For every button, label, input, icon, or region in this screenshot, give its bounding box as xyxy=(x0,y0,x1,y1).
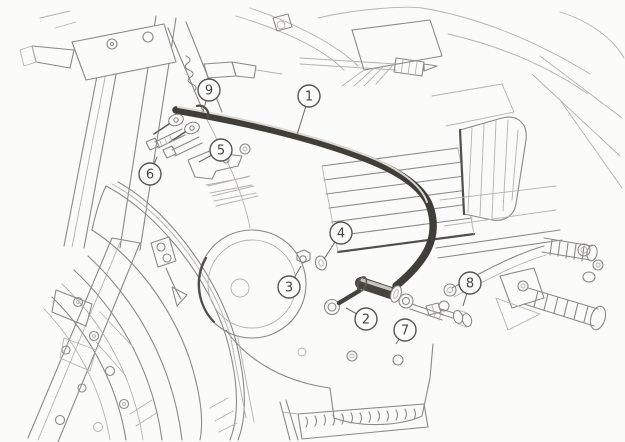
callout-circle-6 xyxy=(138,162,162,186)
callout-number-2: 2 xyxy=(362,313,370,328)
callout-7: 7 xyxy=(393,318,417,345)
callout-circle-3 xyxy=(277,275,301,299)
callout-number-6: 6 xyxy=(146,168,154,183)
callout-number-7: 7 xyxy=(401,324,409,339)
callout-circle-8 xyxy=(458,271,482,295)
callout-number-5: 5 xyxy=(217,144,225,159)
callout-circle-4 xyxy=(329,221,353,245)
callout-6: 6 xyxy=(138,156,162,186)
front-wheel-and-brake-disc xyxy=(43,255,183,441)
callout-8: 8 xyxy=(458,271,482,307)
callout-2: 2 xyxy=(345,307,378,331)
callout-circle-7 xyxy=(393,318,417,342)
front-fork-and-steering-head xyxy=(19,7,438,442)
callout-number-1: 1 xyxy=(305,90,313,105)
callout-circle-9 xyxy=(197,78,221,102)
engine-guard-bar xyxy=(172,106,437,303)
callout-1: 1 xyxy=(296,84,321,136)
callout-circle-5 xyxy=(209,138,233,162)
callout-circle-2 xyxy=(354,307,378,331)
callout-9: 9 xyxy=(197,78,221,113)
callout-4: 4 xyxy=(323,221,353,260)
callout-number-8: 8 xyxy=(466,277,474,292)
callout-3: 3 xyxy=(277,265,302,299)
callout-5: 5 xyxy=(198,138,233,163)
callout-circle-1 xyxy=(297,84,321,108)
mounting-hardware xyxy=(145,104,473,328)
callout-number-3: 3 xyxy=(285,281,293,296)
callout-layer: 1 2 3 4 5 6 7 8 9 xyxy=(138,78,482,345)
callout-number-4: 4 xyxy=(337,227,345,242)
callout-number-9: 9 xyxy=(205,84,213,99)
front-fender xyxy=(91,181,245,441)
